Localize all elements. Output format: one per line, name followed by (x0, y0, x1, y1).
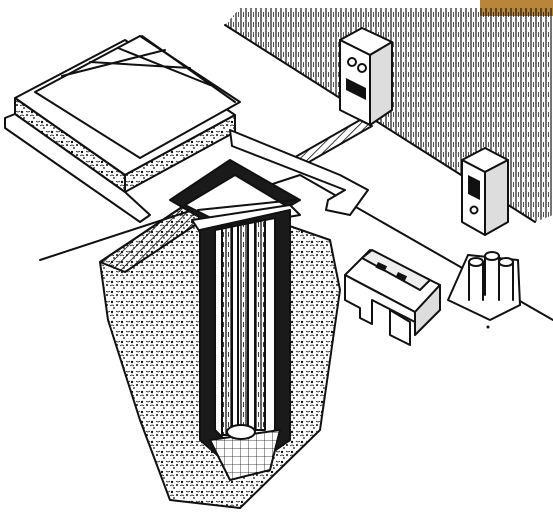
storage-rack (4, 35, 241, 223)
reactor-pit (99, 159, 341, 509)
gas-cylinders (447, 251, 521, 321)
duct-pipe (229, 129, 369, 216)
upper-control-cabinet (339, 27, 393, 126)
speck (486, 325, 490, 329)
right-control-cabinet (461, 147, 509, 236)
control-desk (344, 249, 441, 346)
